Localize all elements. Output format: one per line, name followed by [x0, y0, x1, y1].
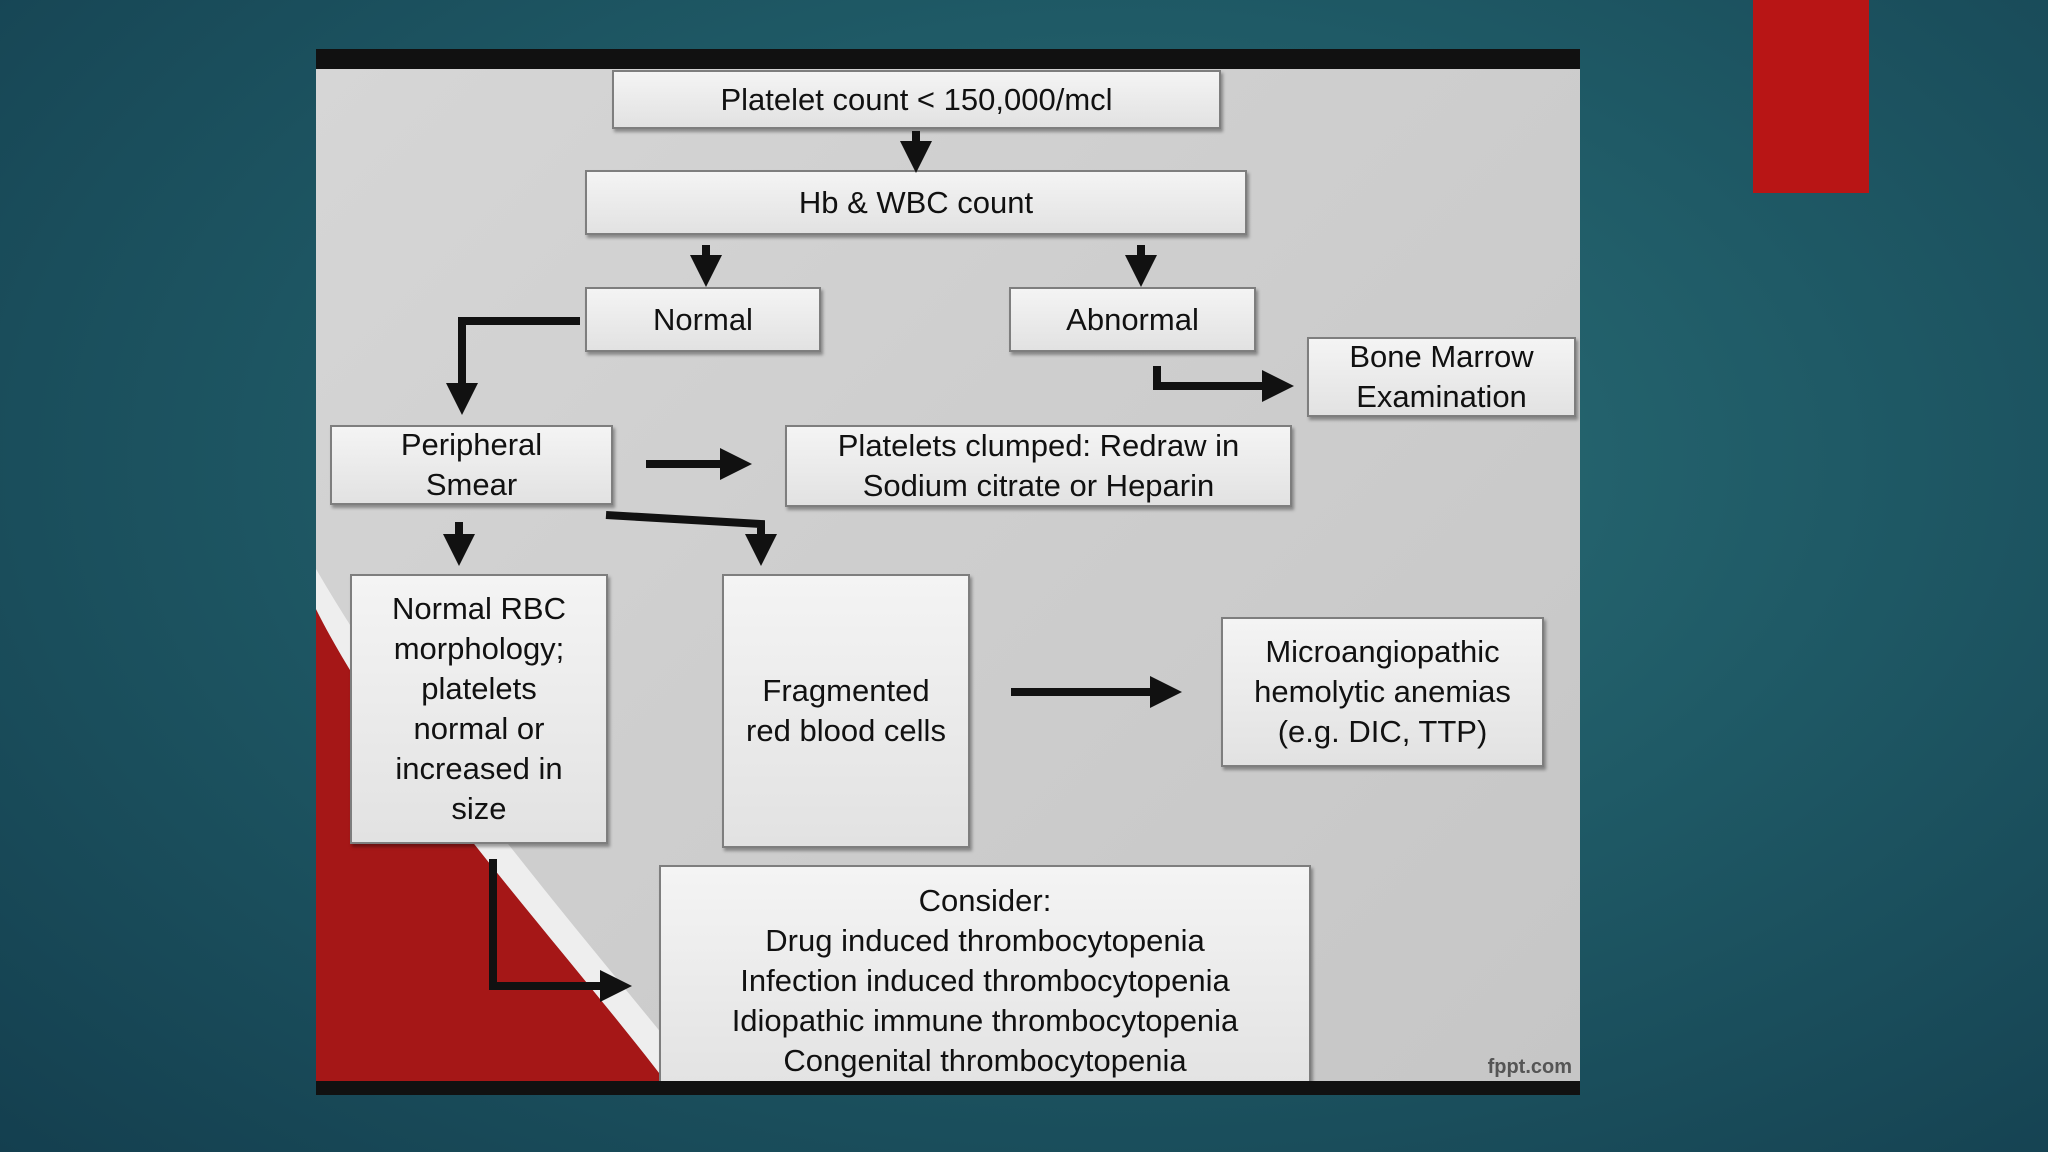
peripheral-smear-box: Peripheral Smear: [330, 425, 613, 505]
normal-rbc-line-4: normal or: [413, 711, 545, 746]
normal-rbc-box: Normal RBC morphology; platelets normal …: [350, 574, 608, 844]
consider-item-infection: Infection induced thrombocytopenia: [740, 963, 1230, 998]
platelets-clumped-box: Platelets clumped: Redraw in Sodium citr…: [785, 425, 1292, 507]
watermark-text: fppt.com: [1487, 1056, 1572, 1078]
microangiopathic-box: Microangiopathic hemolytic anemias (e.g.…: [1221, 617, 1544, 767]
microangiopathic-line-1: Microangiopathic: [1265, 634, 1500, 669]
platelets-clumped-line-1: Platelets clumped: Redraw in: [837, 428, 1240, 463]
normal-rbc-line-5: increased in: [395, 751, 563, 786]
normal-rbc-line-3: platelets: [421, 671, 537, 706]
normal-text: Normal: [653, 301, 753, 337]
bone-marrow-box: Bone Marrow Examination: [1307, 337, 1576, 417]
platelet-count-box: Platelet count < 150,000/mcl: [612, 70, 1221, 129]
abnormal-box: Abnormal: [1009, 287, 1256, 352]
normal-rbc-line-6: size: [451, 791, 507, 826]
abnormal-text: Abnormal: [1066, 301, 1199, 337]
consider-item-congenital: Congenital thrombocytopenia: [783, 1043, 1187, 1078]
normal-box: Normal: [585, 287, 821, 352]
decorative-swoosh: [316, 569, 711, 1095]
microangiopathic-line-3: (e.g. DIC, TTP): [1277, 714, 1488, 749]
arrow-normal-to-smear: [446, 317, 580, 415]
arrow-smear-to-fragmented: [605, 511, 777, 566]
consider-box: Consider: Drug induced thrombocytopenia …: [659, 865, 1311, 1095]
flow-arrows: [443, 131, 1294, 1002]
arrow-abnormal-to-bone-marrow: [1153, 366, 1294, 402]
hb-wbc-text: Hb & WBC count: [798, 184, 1034, 220]
peripheral-smear-line-1: Peripheral: [400, 427, 543, 462]
image-bottom-border: [316, 1081, 1580, 1095]
consider-item-idiopathic: Idiopathic immune thrombocytopenia: [731, 1003, 1239, 1038]
arrow-normal-rbc-to-consider: [489, 859, 632, 1002]
red-accent-tab: [1753, 0, 1869, 193]
fragmented-rbc-box: Fragmented red blood cells: [722, 574, 970, 848]
consider-heading: Consider:: [918, 883, 1052, 918]
image-top-border: [316, 49, 1580, 69]
bone-marrow-line-1: Bone Marrow: [1349, 339, 1534, 374]
platelets-clumped-line-2: Sodium citrate or Heparin: [862, 468, 1215, 503]
consider-item-drug: Drug induced thrombocytopenia: [765, 923, 1205, 958]
microangiopathic-line-2: hemolytic anemias: [1254, 674, 1511, 709]
fragmented-line-2: red blood cells: [746, 713, 946, 748]
peripheral-smear-line-2: Smear: [425, 467, 518, 502]
normal-rbc-line-1: Normal RBC: [392, 591, 566, 626]
normal-rbc-line-2: morphology;: [393, 631, 565, 666]
platelet-count-text: Platelet count < 150,000/mcl: [720, 81, 1113, 117]
bone-marrow-line-2: Examination: [1356, 379, 1527, 414]
fragmented-line-1: Fragmented: [762, 673, 930, 708]
flowchart-image: Platelet count < 150,000/mcl Hb & WBC co…: [316, 49, 1580, 1095]
